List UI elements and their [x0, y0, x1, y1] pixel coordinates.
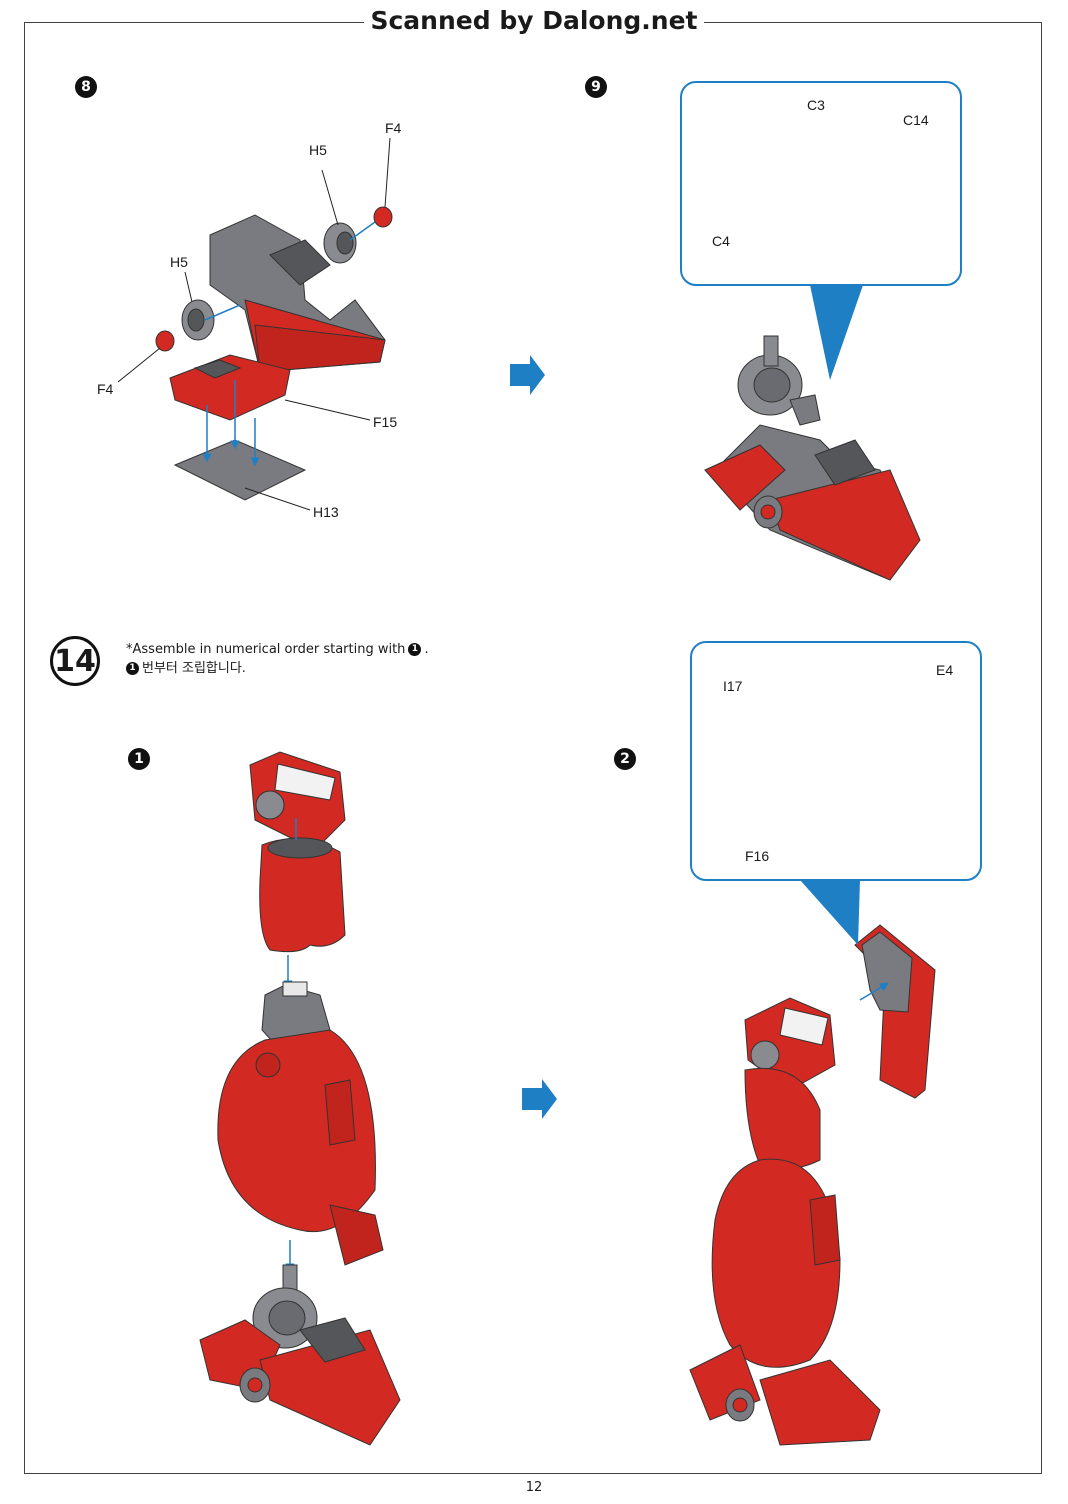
substep-2-badge: 2 — [614, 748, 636, 770]
part-label-h5-left: H5 — [170, 254, 188, 270]
part-label-h13: H13 — [313, 504, 339, 520]
step-8-badge: 8 — [75, 76, 97, 98]
part-label-i17: I17 — [723, 678, 743, 694]
part-label-f15: F15 — [373, 414, 398, 430]
step14-2-figure — [689, 880, 936, 1446]
part-label-c3: C3 — [807, 97, 825, 113]
note-marker-ko: 1 — [126, 662, 139, 675]
step8-foot-figure — [117, 137, 393, 511]
part-label-c14: C14 — [903, 112, 929, 128]
substep-1-badge: 1 — [128, 748, 150, 770]
part-label-f16: F16 — [745, 848, 770, 864]
step9-detail-inset — [680, 81, 962, 286]
note-marker-en: 1 — [408, 643, 422, 656]
step14-1-figure — [199, 751, 401, 1446]
assembly-order-note: *Assemble in numerical order starting wi… — [126, 642, 429, 676]
note-english: *Assemble in numerical order starting wi… — [126, 642, 406, 657]
part-label-h5-top: H5 — [309, 142, 327, 158]
flow-arrow-1 — [510, 355, 545, 395]
substep2-detail-inset — [690, 641, 982, 881]
page-number: 12 — [525, 1480, 543, 1495]
part-label-e4: E4 — [936, 662, 954, 678]
step-14-badge: 14 — [50, 636, 100, 686]
flow-arrow-2 — [522, 1079, 557, 1119]
scan-watermark: Scanned by Dalong.net — [0, 6, 1068, 35]
step9-foot-figure — [704, 265, 921, 581]
part-label-c4: C4 — [712, 233, 730, 249]
step-9-badge: 9 — [585, 76, 607, 98]
part-label-f4-top: F4 — [385, 120, 402, 136]
note-korean: 번부터 조립합니다. — [142, 661, 246, 676]
part-label-f4-left: F4 — [97, 381, 114, 397]
